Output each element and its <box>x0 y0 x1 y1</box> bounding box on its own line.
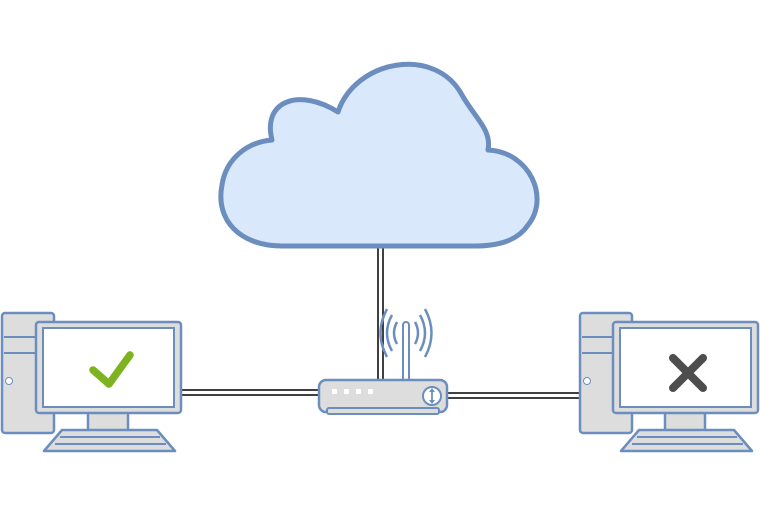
keyboard-icon <box>42 428 177 453</box>
wireless-router-icon <box>317 308 449 415</box>
cross-icon <box>669 354 707 392</box>
desktop-computer-left <box>0 311 183 453</box>
up-down-arrows-icon <box>422 386 442 406</box>
link-router-computer-right <box>446 392 580 399</box>
link-internet-router <box>377 248 384 380</box>
checkmark-icon <box>89 351 134 388</box>
router-port-leds <box>332 389 373 394</box>
wifi-signal-icon <box>379 308 433 358</box>
link-router-computer-left <box>182 389 320 396</box>
desktop-computer-right <box>578 311 760 453</box>
cloud-icon <box>218 61 540 249</box>
keyboard-icon <box>619 428 754 453</box>
monitor-icon <box>34 320 183 434</box>
